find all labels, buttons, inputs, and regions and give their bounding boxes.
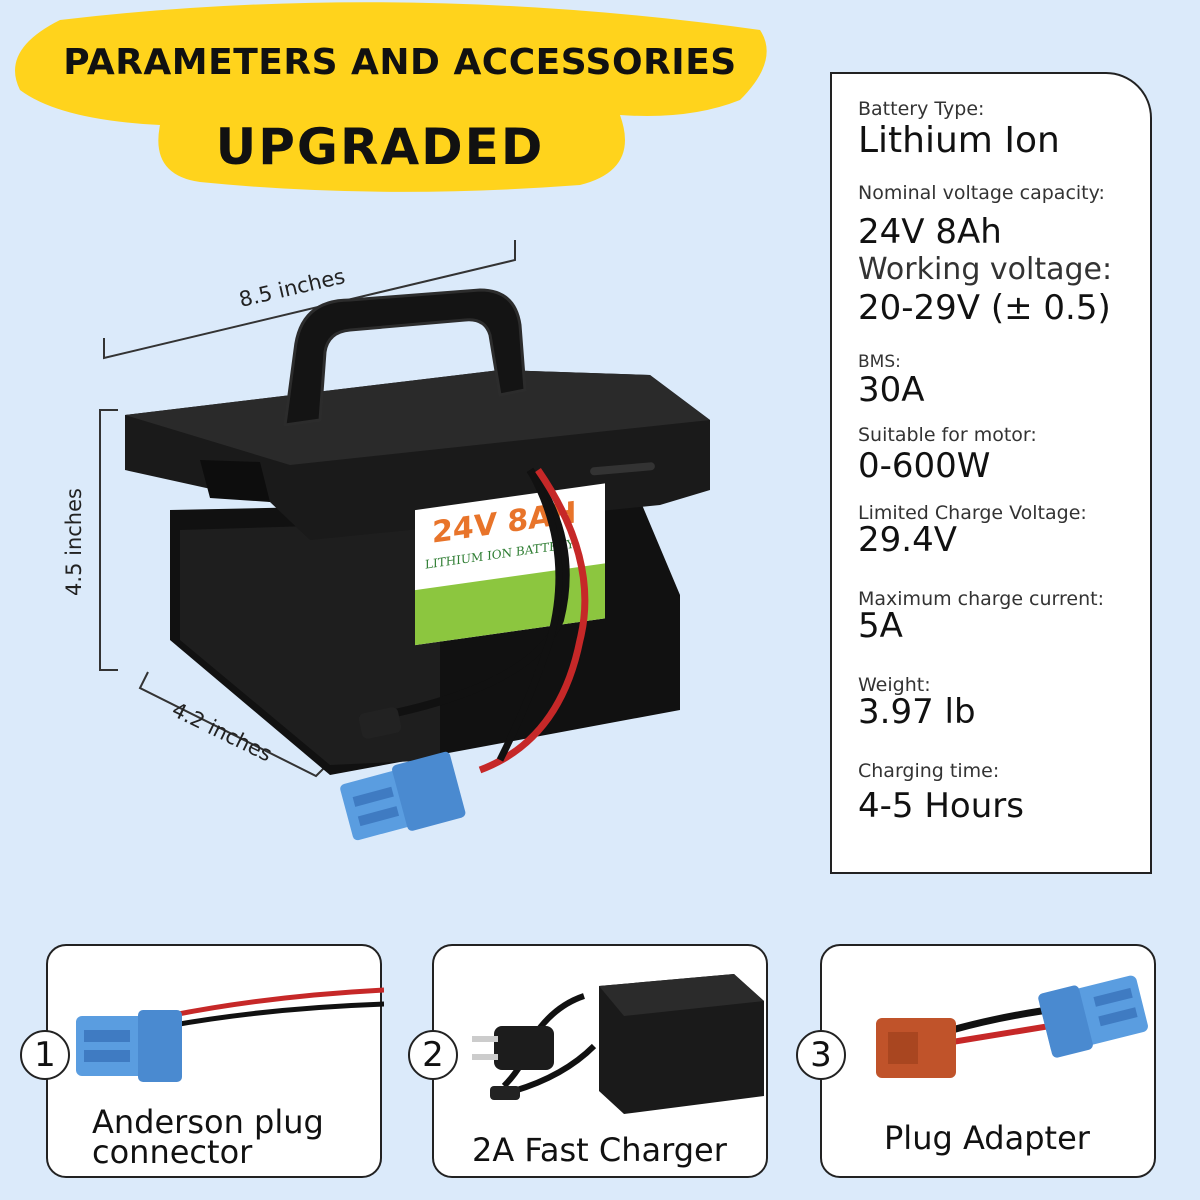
spec-label-charge-current: Maximum charge current:	[858, 588, 1104, 610]
battery-illustration: 24V 8AH LITHIUM ION BATTERY 8.5 inches 4…	[60, 240, 800, 860]
spec-label-working-voltage: Working voltage:	[858, 252, 1113, 287]
spec-value-working-voltage: 20-29V (± 0.5)	[858, 288, 1111, 328]
spec-value-motor: 0-600W	[858, 446, 991, 486]
accessory-label-anderson-plug-2: connector	[92, 1133, 253, 1171]
spec-value-nominal-voltage: 24V 8Ah	[858, 212, 1002, 252]
spec-value-charge-current: 5A	[858, 606, 903, 646]
dimension-height: 4.5 inches	[61, 488, 86, 596]
spec-value-charging-time: 4-5 Hours	[858, 786, 1024, 826]
spec-value-weight: 3.97 lb	[858, 692, 976, 732]
spec-label-weight: Weight:	[858, 674, 931, 696]
accessory-card-charger: 2A Fast Charger	[432, 944, 768, 1178]
accessory-number-2: 2	[408, 1030, 458, 1080]
accessory-card-anderson-plug: Anderson plug connector	[46, 944, 384, 1178]
banner-cloud-shape	[15, 2, 767, 192]
spec-value-charge-voltage: 29.4V	[858, 520, 957, 560]
accessory-label-plug-adapter: Plug Adapter	[884, 1119, 1090, 1157]
spec-label-nominal-voltage: Nominal voltage capacity:	[858, 182, 1105, 204]
spec-label-battery-type: Battery Type:	[858, 98, 985, 120]
charger-icon	[472, 974, 764, 1114]
spec-label-charging-time: Charging time:	[858, 760, 1000, 782]
accessory-number-1: 1	[20, 1030, 70, 1080]
spec-value-battery-type: Lithium Ion	[858, 120, 1060, 161]
accessory-label-charger: 2A Fast Charger	[472, 1131, 727, 1169]
anderson-plug-icon	[76, 987, 384, 1082]
plug-adapter-icon	[876, 975, 1148, 1078]
spec-value-bms: 30A	[858, 370, 925, 410]
spec-panel: Battery Type: Lithium Ion Nominal voltag…	[830, 72, 1152, 874]
banner-title: PARAMETERS AND ACCESSORIES	[63, 42, 737, 83]
spec-label-motor: Suitable for motor:	[858, 424, 1037, 446]
banner-subtitle: UPGRADED	[215, 118, 545, 176]
accessory-card-plug-adapter: Plug Adapter	[820, 944, 1156, 1178]
spec-label-charge-voltage: Limited Charge Voltage:	[858, 502, 1087, 524]
battery-image: 24V 8AH LITHIUM ION BATTERY	[99, 240, 710, 841]
title-banner: PARAMETERS AND ACCESSORIES UPGRADED	[0, 0, 800, 200]
accessory-number-3: 3	[796, 1030, 846, 1080]
accessory-label-anderson-plug-1: Anderson plug	[92, 1103, 324, 1141]
spec-label-bms: BMS:	[858, 352, 901, 372]
